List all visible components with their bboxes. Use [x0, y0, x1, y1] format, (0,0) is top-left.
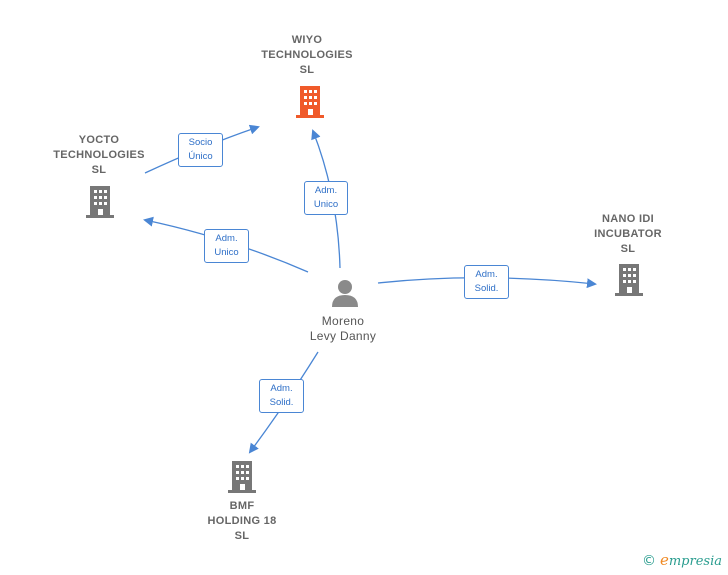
edge-label-person-nano[interactable]: Adm. Solid.	[464, 265, 509, 299]
node-label-line: SL	[234, 530, 250, 542]
edge-label-person-bmf[interactable]: Adm. Solid.	[259, 379, 304, 413]
edge-label-line: Socio	[188, 137, 213, 148]
node-label-line: TECHNOLOGIES	[53, 149, 145, 161]
node-label-person[interactable]: Moreno Levy Danny	[285, 314, 401, 344]
node-label-line: Levy Danny	[309, 329, 377, 343]
brand-watermark: ©empresia	[642, 551, 722, 569]
building-icon[interactable]	[226, 459, 258, 494]
copyright-symbol: ©	[641, 553, 656, 569]
node-label-line: Moreno	[321, 314, 365, 328]
edge-label-yocto-wiyo[interactable]: Socio Único	[178, 133, 223, 167]
node-label-line: SL	[91, 164, 107, 176]
node-label-line: SL	[620, 243, 636, 255]
edge-label-line: Unico	[214, 247, 239, 258]
node-label-line: NANO IDI	[602, 213, 654, 225]
node-label-line: INCUBATOR	[594, 228, 662, 240]
person-icon[interactable]	[330, 278, 360, 308]
node-label-line: HOLDING 18	[207, 515, 277, 527]
edge-label-line: Solid.	[269, 397, 294, 408]
brand-initial: e	[659, 551, 669, 569]
building-icon[interactable]	[294, 84, 326, 119]
node-label-line: WIYO	[291, 34, 323, 46]
node-label-bmf[interactable]: BMF HOLDING 18 SL	[186, 499, 298, 544]
node-label-nano[interactable]: NANO IDI INCUBATOR SL	[572, 212, 684, 257]
node-label-yocto[interactable]: YOCTO TECHNOLOGIES SL	[34, 133, 164, 178]
edge-label-line: Único	[188, 151, 213, 162]
node-label-line: SL	[299, 64, 315, 76]
building-icon[interactable]	[613, 262, 645, 297]
edge-label-line: Adm.	[314, 185, 338, 196]
node-label-line: BMF	[229, 500, 255, 512]
edge-label-line: Adm.	[475, 269, 498, 280]
node-label-wiyo[interactable]: WIYO TECHNOLOGIES SL	[237, 33, 377, 78]
edge-label-line: Adm.	[270, 383, 293, 394]
edge-label-person-yocto[interactable]: Adm. Unico	[204, 229, 249, 263]
node-label-line: TECHNOLOGIES	[261, 49, 353, 61]
edge-label-line: Solid.	[474, 283, 499, 294]
node-label-line: YOCTO	[78, 134, 120, 146]
edge-label-line: Unico	[313, 199, 339, 210]
edge-label-line: Adm.	[215, 233, 238, 244]
building-icon[interactable]	[84, 184, 116, 219]
edge-label-person-wiyo[interactable]: Adm. Unico	[304, 181, 348, 215]
brand-name: mpresia	[668, 554, 722, 569]
